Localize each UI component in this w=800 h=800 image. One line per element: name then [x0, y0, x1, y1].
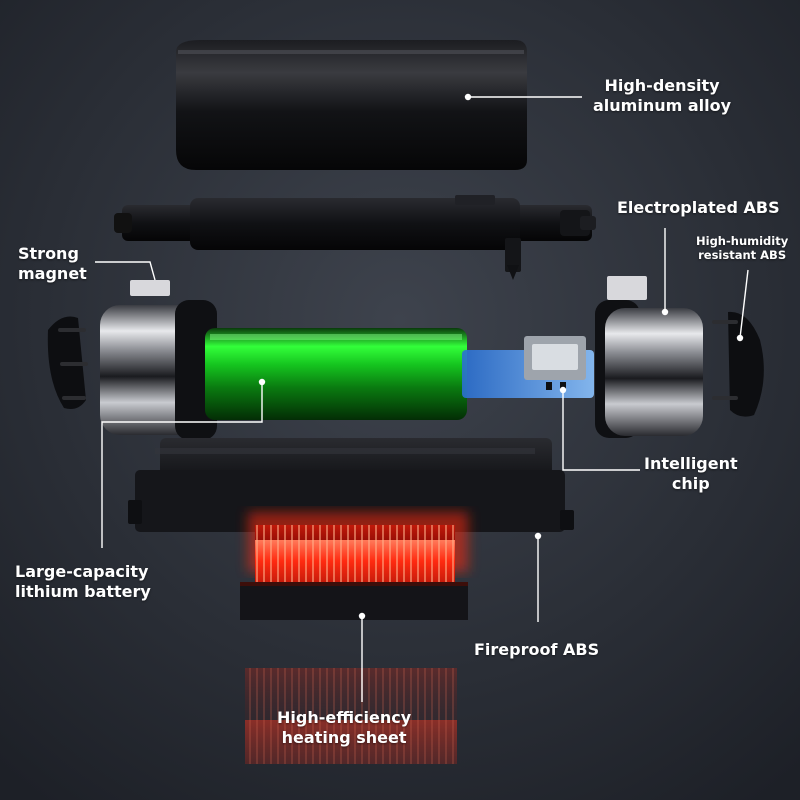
- label-strong-magnet: Strong magnet: [18, 244, 87, 284]
- right-end-cap: [595, 276, 764, 438]
- heating-sheet-reflection: [245, 668, 457, 764]
- leader-chip: [562, 390, 640, 471]
- dot-battery: [258, 378, 266, 386]
- label-magnet-line2: magnet: [18, 264, 87, 283]
- label-lithium-battery: Large-capacity lithium battery: [15, 562, 151, 602]
- label-humidity-line1: High-humidity: [696, 234, 789, 248]
- label-aluminum-alloy: High-density aluminum alloy: [593, 76, 731, 116]
- label-aluminum-line2: aluminum alloy: [593, 96, 732, 115]
- dot-heating: [358, 612, 366, 620]
- label-chip-line2: chip: [671, 474, 710, 493]
- label-humidity-line2: resistant ABS: [698, 248, 787, 263]
- label-electroplated-line1: Electroplated ABS: [617, 198, 780, 217]
- heating-sheet: [240, 512, 468, 620]
- label-battery-line1: Large-capacity: [15, 562, 149, 581]
- leader-battery: [101, 382, 263, 548]
- dot-humidity: [736, 334, 744, 342]
- dot-fireproof: [534, 532, 542, 540]
- leader-lines: [95, 96, 749, 702]
- label-heating-line1: High-efficiency: [277, 708, 412, 727]
- label-heating-line2: heating sheet: [281, 728, 407, 747]
- label-fireproof-line1: Fireproof ABS: [474, 640, 600, 659]
- label-battery-line2: lithium battery: [15, 582, 151, 601]
- dot-aluminum: [464, 93, 472, 101]
- dot-chip: [559, 386, 567, 394]
- intelligent-chip-board: [462, 336, 594, 398]
- label-chip-line1: Intelligent: [644, 454, 738, 473]
- label-high-humidity-abs: High-humidity resistant ABS: [696, 234, 788, 263]
- leader-dots: [258, 93, 744, 620]
- label-aluminum-line1: High-density: [604, 76, 720, 95]
- label-fireproof-abs: Fireproof ABS: [474, 640, 599, 660]
- lithium-battery: [205, 328, 467, 420]
- label-magnet-line1: Strong: [18, 244, 79, 263]
- label-intelligent-chip: Intelligent chip: [644, 454, 738, 494]
- dot-electroplated: [661, 308, 669, 316]
- label-heating-sheet: High-efficiency heating sheet: [277, 708, 411, 748]
- aluminum-alloy-shell: [176, 40, 527, 170]
- leader-magnet: [95, 261, 156, 281]
- electroplated-rail-part: [114, 195, 596, 280]
- leader-humidity: [739, 269, 749, 339]
- label-electroplated-abs: Electroplated ABS: [617, 198, 780, 218]
